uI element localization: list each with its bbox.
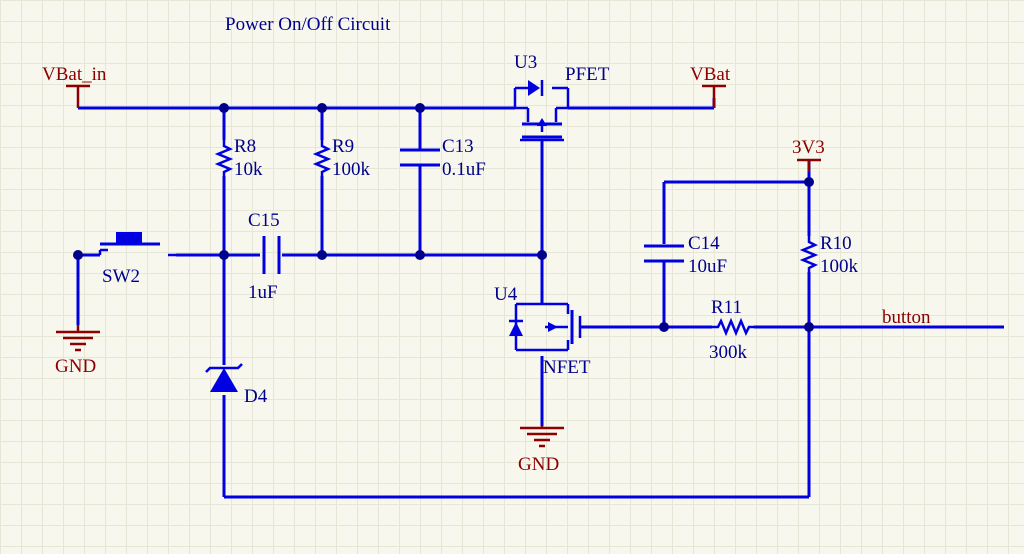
schematic-title: Power On/Off Circuit xyxy=(225,14,391,35)
c13-value: 0.1uF xyxy=(442,159,486,180)
sw2-ref: SW2 xyxy=(102,266,140,287)
nfet-u4: U4 NFET xyxy=(494,284,596,378)
switch-sw2: SW2 xyxy=(98,232,176,287)
d4-ref: D4 xyxy=(244,386,268,407)
c15-ref: C15 xyxy=(248,210,280,231)
svg-text:GND: GND xyxy=(55,356,96,377)
r11-ref: R11 xyxy=(711,297,742,318)
c14-value: 10uF xyxy=(688,256,727,277)
r9-ref: R9 xyxy=(332,136,354,157)
power-port-gnd-left: GND xyxy=(55,325,100,377)
svg-text:VBat: VBat xyxy=(690,64,731,85)
power-port-3v3: 3V3 xyxy=(792,137,825,172)
c14-ref: C14 xyxy=(688,233,720,254)
c15-value: 1uF xyxy=(248,282,278,303)
r8-ref: R8 xyxy=(234,136,256,157)
r10-ref: R10 xyxy=(820,233,852,254)
svg-text:3V3: 3V3 xyxy=(792,137,825,158)
capacitor-c13: C13 0.1uF xyxy=(400,136,486,180)
c13-ref: C13 xyxy=(442,136,474,157)
capacitor-c14: C14 10uF xyxy=(644,233,727,277)
wires xyxy=(76,98,1004,499)
junctions xyxy=(73,103,814,332)
resistor-r10: R10 100k xyxy=(799,233,859,277)
resistor-r11: R11 300k xyxy=(709,297,754,363)
capacitor-c15: C15 1uF xyxy=(248,210,281,303)
svg-text:VBat_in: VBat_in xyxy=(42,64,107,85)
power-port-vbat: VBat xyxy=(690,64,731,108)
r11-value: 300k xyxy=(709,342,748,363)
u4-value: NFET xyxy=(543,357,591,378)
resistor-r9: R9 100k xyxy=(312,136,371,180)
r8-value: 10k xyxy=(234,159,263,180)
pfet-u3: U3 PFET xyxy=(513,52,610,142)
u3-ref: U3 xyxy=(514,52,537,73)
net-label-button: button xyxy=(882,307,931,328)
resistor-r8: R8 10k xyxy=(214,136,263,180)
u4-ref: U4 xyxy=(494,284,518,305)
r10-value: 100k xyxy=(820,256,859,277)
r9-value: 100k xyxy=(332,159,371,180)
diode-d4: D4 xyxy=(205,363,268,407)
power-port-vbat-in: VBat_in xyxy=(42,64,107,108)
svg-text:GND: GND xyxy=(518,454,559,475)
u3-value: PFET xyxy=(565,64,610,85)
power-port-gnd-center: GND xyxy=(518,426,564,475)
